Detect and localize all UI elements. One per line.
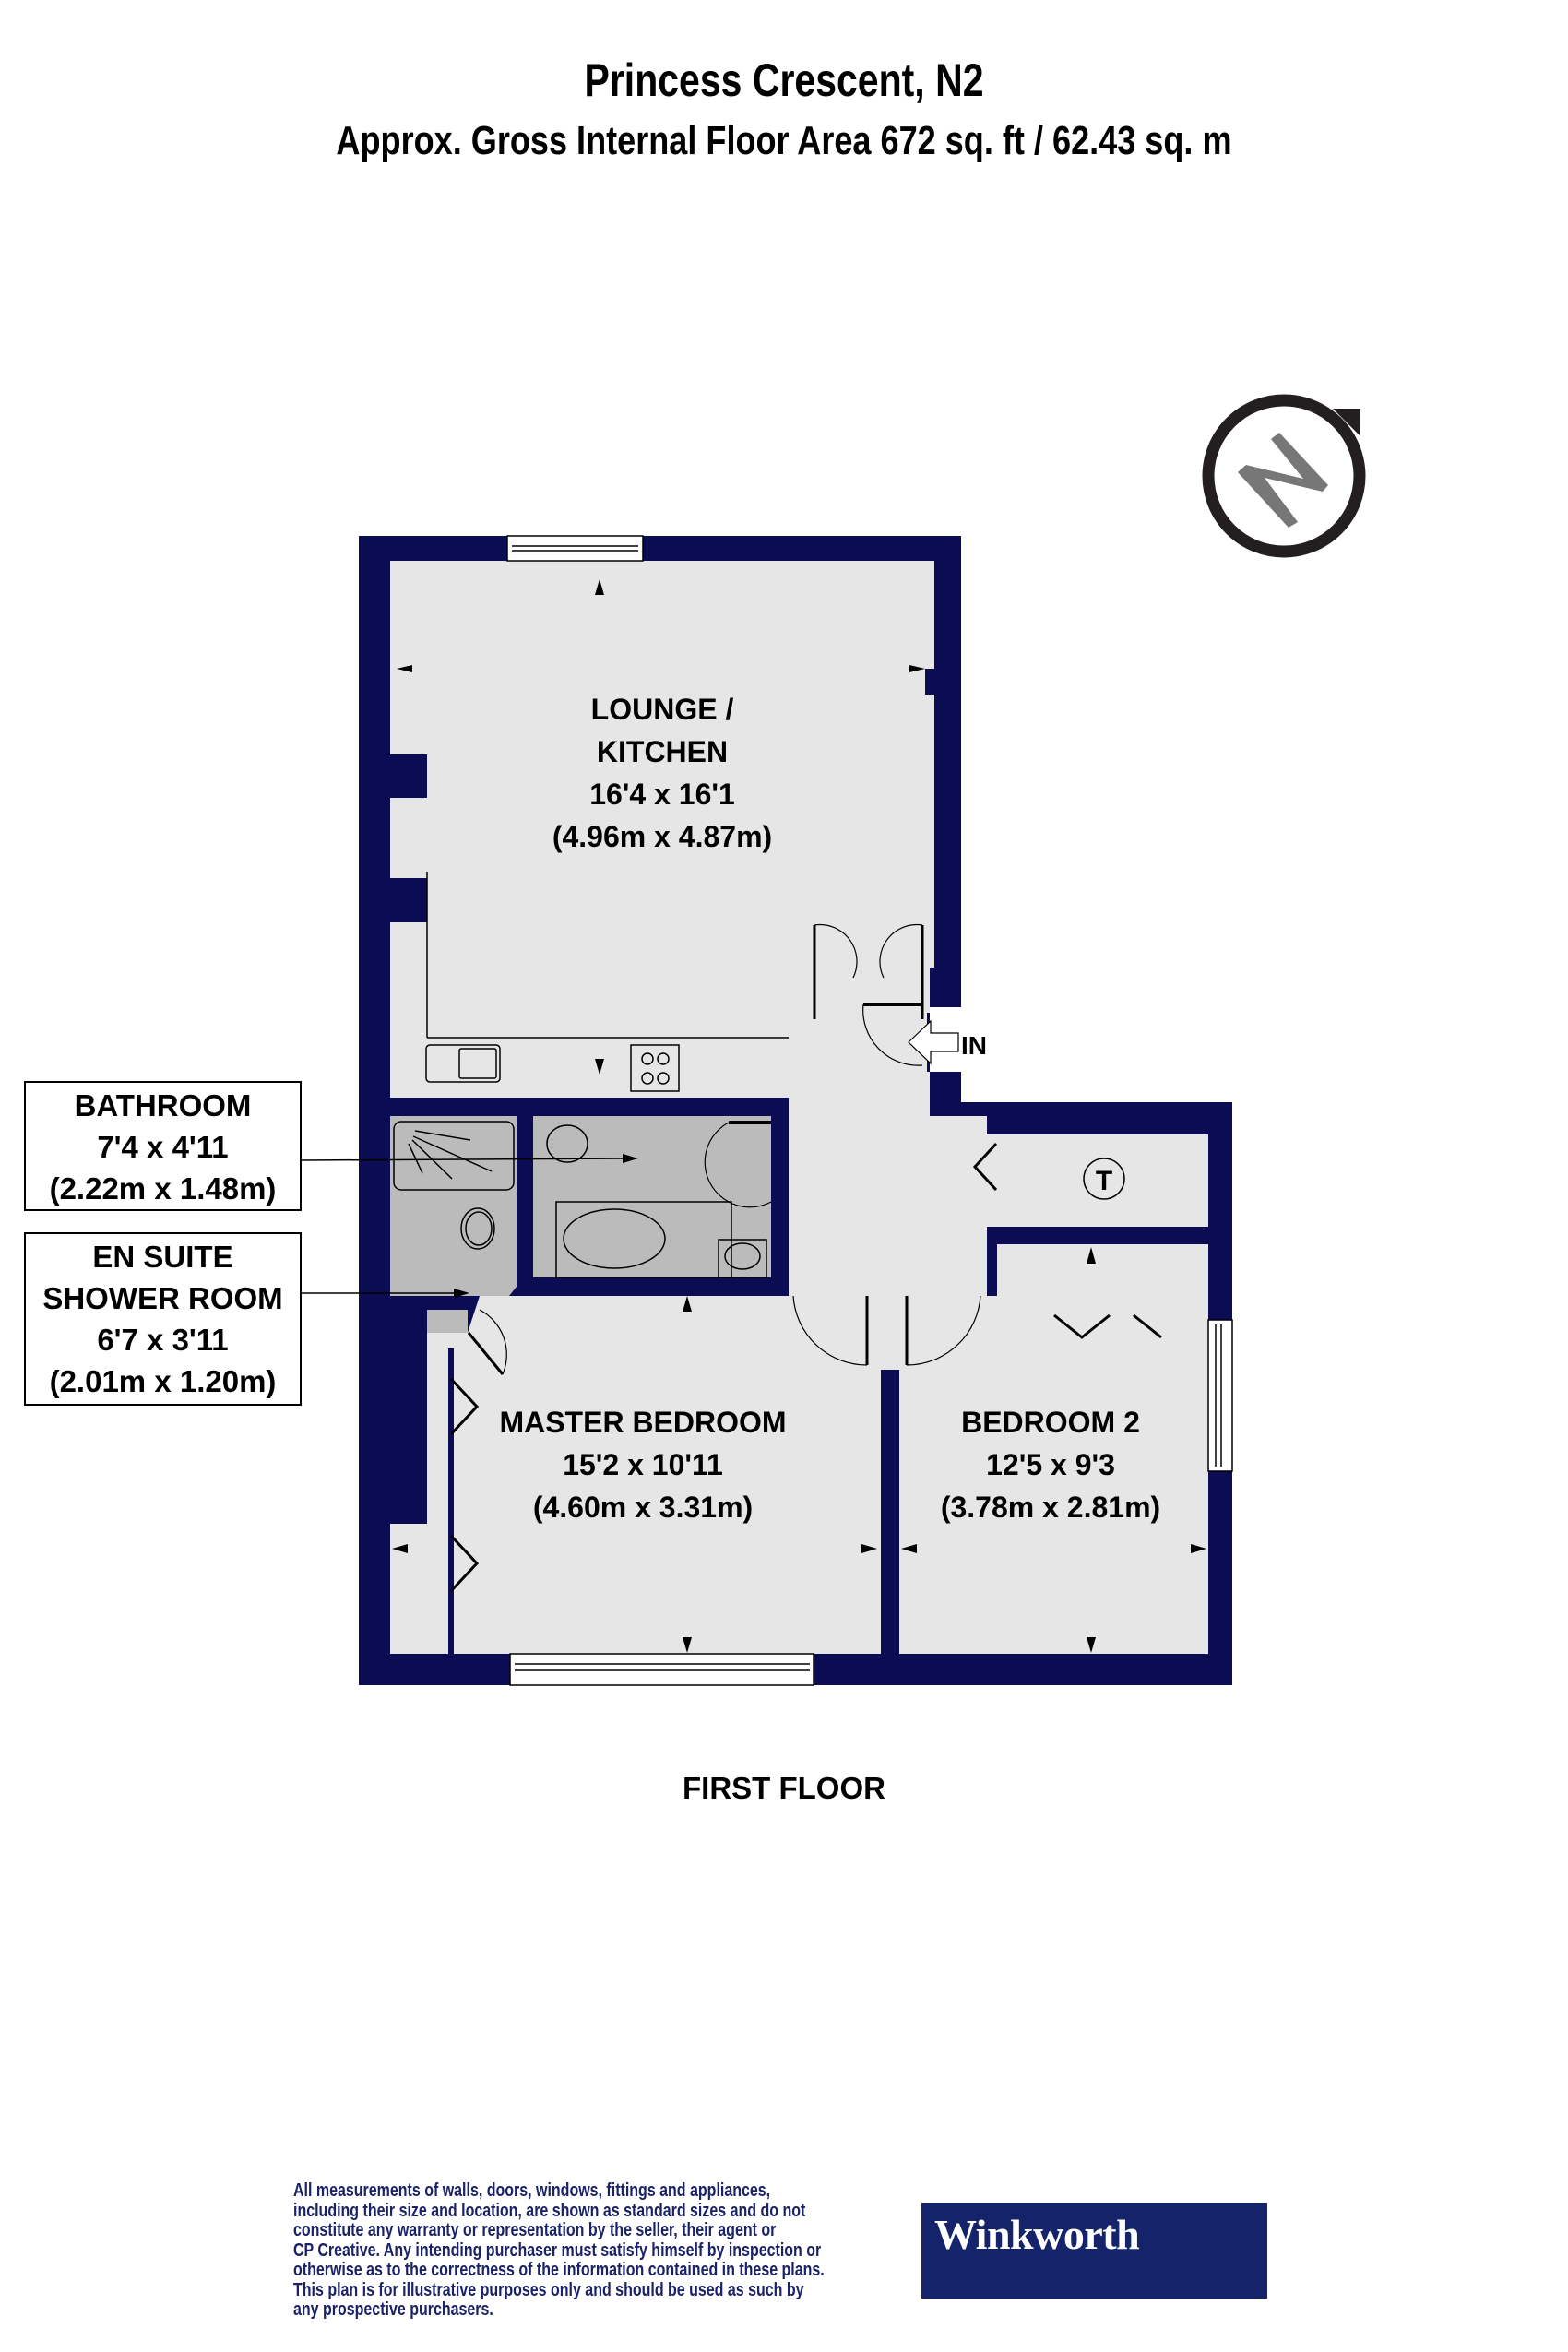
hob-icon — [630, 1044, 680, 1092]
ensuite-callout: EN SUITE SHOWER ROOM 6'7 x 3'11 (2.01m x… — [24, 1232, 302, 1406]
bath-icon — [563, 1208, 666, 1269]
toilet-icon — [546, 1124, 588, 1163]
svg-text:16'4 x 16'1: 16'4 x 16'1 — [589, 778, 735, 811]
windows — [506, 535, 1233, 1686]
disclaimer-line: All measurements of walls, doors, window… — [293, 2180, 771, 2201]
entrance-arrow-icon — [908, 1019, 959, 1065]
svg-text:LOUNGE /: LOUNGE / — [591, 693, 734, 726]
walls — [359, 536, 1238, 1685]
north-compass-icon — [1202, 394, 1366, 558]
winkworth-logo: Winkworth — [921, 2203, 1267, 2299]
disclaimer-line: constitute any warranty or representatio… — [293, 2219, 777, 2240]
room-lounge-kitchen: LOUNGE / KITCHEN 16'4 x 16'1 (4.96m x 4.… — [552, 693, 772, 853]
water-tank-icon — [1083, 1158, 1125, 1200]
bathroom-callout: BATHROOM 7'4 x 4'11 (2.22m x 1.48m) — [24, 1081, 302, 1211]
disclaimer-line: any prospective purchasers. — [293, 2299, 493, 2320]
disclaimer-line: including their size and location, are s… — [293, 2199, 806, 2221]
floor-area-subtitle: Approx. Gross Internal Floor Area 672 sq… — [336, 118, 1232, 163]
svg-text:BEDROOM 2: BEDROOM 2 — [961, 1406, 1140, 1439]
ensuite-imperial: 6'7 x 3'11 — [97, 1323, 229, 1357]
tank-symbol: T — [1096, 1166, 1112, 1196]
ensuite-metric: (2.01m x 1.20m) — [49, 1364, 277, 1398]
doors — [449, 923, 1162, 1593]
svg-text:KITCHEN: KITCHEN — [597, 735, 728, 768]
bathroom-basin-icon — [724, 1242, 761, 1270]
bathroom-name: BATHROOM — [74, 1088, 252, 1123]
logo-text: Winkworth — [934, 2211, 1140, 2258]
ensuite-basin-icon — [460, 1207, 495, 1250]
svg-text:(3.78m x 2.81m): (3.78m x 2.81m) — [941, 1491, 1160, 1524]
room-master-bedroom: MASTER BEDROOM 15'2 x 10'11 (4.60m x 3.3… — [499, 1406, 786, 1524]
shower-tray-icon — [393, 1121, 515, 1191]
dimension-arrows — [392, 579, 1206, 1653]
bathroom-imperial: 7'4 x 4'11 — [97, 1130, 229, 1164]
svg-text:15'2 x 10'11: 15'2 x 10'11 — [563, 1448, 723, 1481]
sink-icon — [425, 1044, 501, 1083]
ensuite-name-line2: SHOWER ROOM — [42, 1281, 283, 1315]
floor-label: FIRST FLOOR — [683, 1771, 885, 1805]
svg-text:(4.96m x 4.87m): (4.96m x 4.87m) — [552, 820, 772, 853]
disclaimer: All measurements of walls, doors, window… — [293, 2180, 825, 2320]
disclaimer-line: This plan is for illustrative purposes o… — [293, 2278, 804, 2300]
disclaimer-line: otherwise as to the correctness of the i… — [293, 2259, 825, 2280]
ensuite-name-line1: EN SUITE — [92, 1240, 233, 1274]
svg-text:MASTER BEDROOM: MASTER BEDROOM — [499, 1406, 786, 1439]
svg-text:(4.60m x 3.31m): (4.60m x 3.31m) — [533, 1491, 753, 1524]
disclaimer-line: CP Creative. Any intending purchaser mus… — [293, 2239, 822, 2261]
svg-text:12'5 x 9'3: 12'5 x 9'3 — [986, 1448, 1115, 1481]
bathroom-fittings — [393, 1121, 767, 1278]
bathroom-metric: (2.22m x 1.48m) — [49, 1171, 277, 1206]
room-bedroom-2: BEDROOM 2 12'5 x 9'3 (3.78m x 2.81m) — [941, 1406, 1160, 1524]
property-title: Princess Crescent, N2 — [584, 54, 984, 106]
kitchen-fittings — [425, 872, 789, 1092]
entrance-label: IN — [961, 1031, 987, 1060]
